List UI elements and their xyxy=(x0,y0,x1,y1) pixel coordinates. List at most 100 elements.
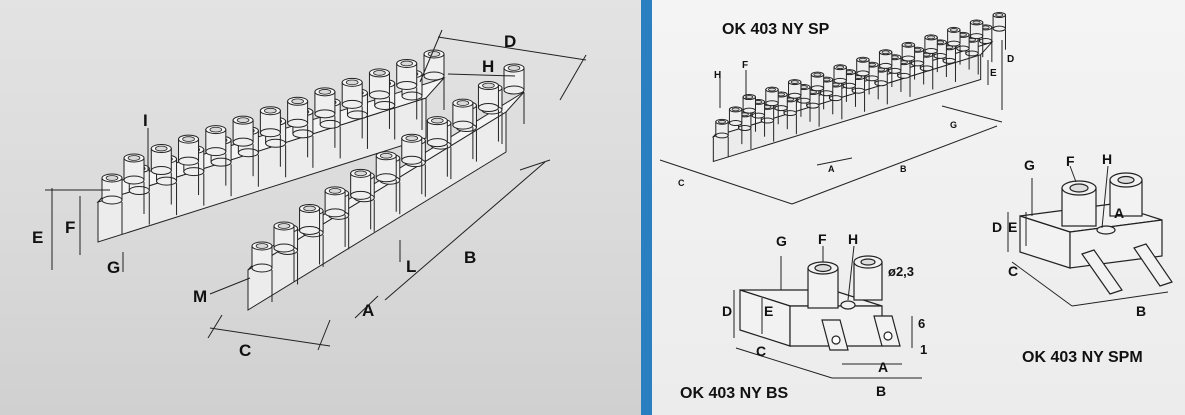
strip-front-sleeve-bore-1-2 xyxy=(328,188,342,194)
strip-back-sleeve-bore-1-1 xyxy=(154,145,168,152)
sp-sleeve-bore-1-0 xyxy=(731,107,740,112)
sp-sleeve-bore-2-5 xyxy=(858,57,867,62)
bs-sleeve-f xyxy=(807,267,839,309)
sp-sleeve-bottom-2-11 xyxy=(992,25,1006,32)
sp-sleeve-bore-2-9 xyxy=(949,28,958,32)
sp-sleeve-bottom-0-10 xyxy=(942,57,956,64)
sp-sleeve-bottom-2-7 xyxy=(901,55,916,62)
sp-sleeve-bottom-2-4 xyxy=(833,77,847,84)
sp-sleeve-bore-2-4 xyxy=(836,65,845,70)
sp-sleeve-bottom-1-3 xyxy=(797,97,811,104)
strip-back-sleeve-bottom-1-2 xyxy=(178,156,200,166)
spm-dim-c xyxy=(1011,261,1073,307)
sp-label-b: B xyxy=(900,164,907,174)
sp-sleeve-bottom-0-3 xyxy=(783,110,797,117)
strip-back-sleeve-bottom-0-3 xyxy=(183,167,205,177)
bs-label-e: E xyxy=(764,303,773,319)
sp-sleeve-bottom-1-0 xyxy=(728,120,743,127)
strip-front-sleeve-bore-1-0 xyxy=(277,223,291,229)
ext-line-c2 xyxy=(317,319,331,351)
sp-sleeve-bottom-2-0 xyxy=(742,107,756,114)
strip-back-sleeve-bore-1-6 xyxy=(291,98,304,105)
leader-a xyxy=(354,295,379,319)
sp-label-d: D xyxy=(1007,54,1014,65)
strip-front-sleeve-bottom-1-7 xyxy=(452,120,474,130)
sp-sleeve-bore-2-11 xyxy=(995,13,1004,17)
bs-dimension-lines xyxy=(733,245,922,379)
bs-tab-right-hole xyxy=(883,331,893,341)
strip-front-sleeve-bore-1-4 xyxy=(379,152,393,159)
strip-back-sleeve-bottom-0-0 xyxy=(101,195,123,205)
sp-sleeve-bore-2-1 xyxy=(767,87,777,92)
sp-sleeve-bottom-0-11 xyxy=(965,50,979,57)
ext-line-c1 xyxy=(207,314,223,339)
leader-m xyxy=(209,277,251,295)
variants-drawing: OK 403 NY SP H F D E G C A B xyxy=(659,12,1173,402)
sp-sleeve-bottom-1-4 xyxy=(819,90,834,97)
spm-leader-f xyxy=(1069,165,1077,183)
strip-back-sleeve-bottom-1-1 xyxy=(150,166,172,176)
bs-label-a: A xyxy=(878,359,888,375)
sp-label-f: F xyxy=(742,60,748,71)
sp-label-e: E xyxy=(990,68,997,79)
spm-label-d: D xyxy=(992,219,1002,235)
dimension-labels: D H I E F G B L M A C xyxy=(32,32,516,360)
label-e: E xyxy=(32,228,43,247)
sp-sleeve-bottom-0-6 xyxy=(851,87,866,94)
strip-back-sleeve-bore-1-11 xyxy=(427,51,441,57)
sp-dimension-lines xyxy=(659,40,1003,205)
spm-dim-b xyxy=(1071,291,1169,307)
label-b: B xyxy=(464,248,476,267)
spm-sleeve-f-bore xyxy=(1069,183,1089,193)
sp-sleeve-bottom-1-7 xyxy=(888,67,902,74)
strip-back-sleeve-bore-1-8 xyxy=(345,79,359,86)
sp-dim-c xyxy=(659,159,793,205)
ext-line-d2 xyxy=(559,54,587,101)
strip-back-sleeve-bottom-0-8 xyxy=(319,119,341,129)
ext-line-b xyxy=(519,159,551,171)
strip-back-sleeve-bore-1-2 xyxy=(182,136,195,142)
strip-front-sleeve-bottom-1-4 xyxy=(375,173,397,183)
strip-back-sleeve-bottom-1-3 xyxy=(205,147,227,157)
dim-line-d xyxy=(437,36,587,61)
strip-back-sleeve-bottom-0-5 xyxy=(237,148,259,158)
sp-label-h: H xyxy=(714,70,721,81)
bs-leader-h xyxy=(847,245,855,301)
sp-sleeve-bottom-2-6 xyxy=(878,62,893,69)
sp-sleeve-bore-2-8 xyxy=(927,35,936,40)
sp-sleeve-bottom-2-8 xyxy=(924,48,938,54)
bs-label-f: F xyxy=(818,231,827,247)
bs-label-b: B xyxy=(876,383,886,399)
bs-sleeve-f-bore xyxy=(814,263,832,273)
strip-back-sleeve-bottom-0-9 xyxy=(346,110,368,120)
strip-back-sleeve-bottom-0-6 xyxy=(265,138,287,148)
strip-front-sleeve-bottom-1-8 xyxy=(477,103,499,113)
left-drawing-panel: D H I E F G B L M A C xyxy=(0,0,641,415)
strip-front-sleeve-bore-1-9 xyxy=(507,65,521,71)
sp-sleeve-bottom-2-10 xyxy=(969,33,984,40)
strip-front-sleeve-bore-1-6 xyxy=(431,117,444,124)
sp-label-g: G xyxy=(950,120,957,130)
sp-label-c: C xyxy=(678,178,685,188)
sp-sleeve-bottom-0-9 xyxy=(919,65,934,72)
strip-front-sleeve-bottom-1-2 xyxy=(324,208,346,218)
bs-label-1: 1 xyxy=(920,342,927,357)
sp-sleeve-bottom-0-2 xyxy=(760,117,775,124)
spm-leader-h xyxy=(1101,165,1109,229)
label-a: A xyxy=(362,301,374,320)
bs-hole xyxy=(840,300,856,310)
sp-sleeve-bottom-0-4 xyxy=(806,102,820,109)
sp-sleeve-bore-2-3 xyxy=(813,72,822,77)
strip-front-sleeve-bottom-1-1 xyxy=(299,225,321,235)
dim-line-h xyxy=(447,73,516,77)
strip-back-sleeve-bottom-0-1 xyxy=(128,186,150,196)
sp-sleeve-bore-0-0 xyxy=(717,119,727,124)
label-m: M xyxy=(193,287,207,306)
strip-back-sleeve-bottom-1-9 xyxy=(368,90,390,100)
strip-back-sleeve-bottom-1-0 xyxy=(123,175,145,185)
strip-back-sleeve-bottom-0-2 xyxy=(156,176,178,186)
strip-back-sleeve-bore-1-3 xyxy=(209,126,223,133)
strip-back-sleeve-bottom-1-10 xyxy=(396,80,418,90)
dimension-lines xyxy=(45,29,587,351)
